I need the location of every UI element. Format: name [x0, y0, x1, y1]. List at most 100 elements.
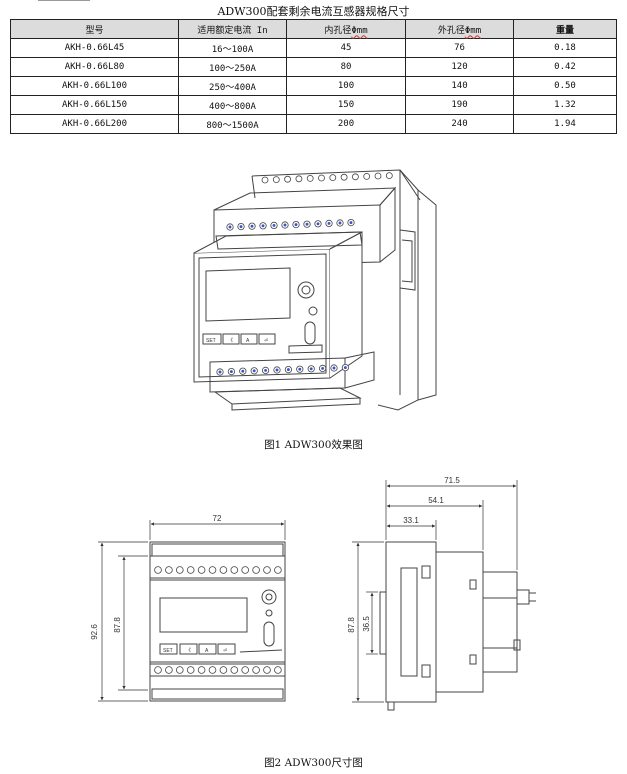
key-enter-label: ⏎ — [264, 338, 268, 344]
header-outer-diameter: 外孔径Φmm — [405, 19, 514, 39]
dim-side-height-87-8: 87.8 — [347, 617, 356, 633]
key-left-label: 《 — [228, 338, 233, 344]
terminal-screw — [363, 172, 371, 180]
dim-height-92-6: 92.6 — [90, 624, 99, 640]
document-title: ADW300配套剩余电流互感器规格尺寸 — [217, 5, 410, 18]
terminal-screw-center — [286, 368, 290, 372]
terminal-screw — [318, 174, 325, 182]
table-row: AKH-0.66L45 16～100A 45 76 0.18 — [10, 38, 617, 58]
terminal-screw-center — [338, 221, 342, 225]
terminal-screw-center — [305, 222, 309, 226]
terminal-screw — [374, 172, 382, 180]
terminal-screw — [186, 566, 195, 574]
terminal-screw-center — [349, 221, 353, 225]
terminal-screw — [272, 176, 280, 184]
terminal-screw-center — [239, 225, 243, 229]
top-rule — [38, 0, 90, 1]
terminal-screw — [263, 566, 271, 574]
key-a-label-2: A — [205, 648, 209, 654]
side-dimension-drawing — [379, 541, 536, 711]
terminal-screw — [329, 174, 337, 182]
side-dimension-lines — [352, 480, 518, 703]
terminal-screw — [219, 666, 228, 674]
front-terminal-screws — [154, 566, 282, 674]
terminal-screw-center — [294, 223, 298, 227]
front-key-labels: SET 《 A ⏎ — [206, 338, 268, 344]
terminal-screw-center — [241, 369, 245, 373]
table-row: AKH-0.66L80 100～250A 80 120 0.42 — [10, 57, 617, 77]
terminal-screw — [230, 666, 239, 674]
terminal-screw — [165, 566, 173, 574]
terminal-screw-center — [327, 221, 331, 225]
table-row: AKH-0.66L150 400～800A 150 190 1.32 — [10, 95, 617, 115]
dim-height-87-8: 87.8 — [113, 617, 122, 633]
terminal-screw-center — [321, 366, 325, 370]
spec-table: 型号 适用额定电流 In 内孔径Φmm 外孔径Φmm 重量 AKH-0.66L4… — [10, 19, 617, 134]
front-dimension-drawing — [149, 541, 286, 702]
terminal-screw-center — [264, 368, 268, 372]
terminal-screw — [230, 566, 239, 574]
device-isometric-drawing — [193, 169, 437, 411]
terminal-screw-center — [298, 367, 302, 371]
front-dimension-lines — [98, 520, 286, 702]
dim-depth-71-5: 71.5 — [444, 476, 460, 485]
terminal-screw — [186, 666, 195, 674]
terminal-screw — [351, 173, 359, 181]
terminal-screw — [306, 174, 314, 182]
terminal-screw — [261, 176, 269, 184]
terminal-screw — [284, 175, 292, 183]
terminal-screw-center — [228, 225, 232, 229]
figure1-caption: 图1 ADW300效果图 — [264, 439, 363, 451]
key-set-label-2: SET — [163, 648, 173, 654]
terminal-screw-center — [229, 370, 233, 374]
terminal-screw — [241, 566, 250, 574]
terminal-screw — [340, 173, 348, 181]
table-row: AKH-0.66L200 800～1500A 200 240 1.94 — [10, 114, 617, 134]
terminal-screw — [295, 175, 303, 183]
terminal-screw-center — [261, 224, 265, 228]
terminal-screw — [385, 172, 393, 180]
terminal-screw-center — [272, 223, 276, 227]
table-row: AKH-0.66L100 250～400A 100 140 0.50 — [10, 76, 617, 96]
terminal-screw — [176, 566, 184, 574]
terminal-screw — [197, 566, 206, 574]
key-enter-label-2: ⏎ — [223, 648, 227, 654]
terminal-screw — [274, 566, 282, 574]
header-inner-diameter: 内孔径Φmm — [286, 19, 406, 39]
dim-width-72: 72 — [213, 514, 222, 523]
figure2-caption: 图2 ADW300尺寸图 — [264, 757, 363, 769]
key-left-label-2: 《 — [186, 648, 191, 654]
terminal-screw-center — [275, 368, 279, 372]
terminal-screw — [252, 666, 260, 674]
terminal-screw-center — [332, 366, 336, 370]
terminal-screw — [274, 666, 282, 674]
cell-weight: 1.94 — [513, 114, 617, 134]
terminal-screw-center — [309, 367, 313, 371]
terminal-screw-center — [283, 223, 287, 227]
terminal-screws — [216, 172, 393, 376]
terminal-screw — [154, 566, 162, 574]
table-header-row: 型号 适用额定电流 In 内孔径Φmm 外孔径Φmm 重量 — [10, 19, 617, 39]
cell-inner: 200 — [286, 114, 406, 134]
header-current: 适用额定电流 In — [178, 19, 287, 39]
terminal-screw-center — [316, 222, 320, 226]
terminal-screw-center — [250, 224, 254, 228]
terminal-screw-center — [343, 366, 347, 370]
key-set-label: SET — [206, 338, 216, 344]
dim-rail-36-5: 36.5 — [362, 616, 371, 632]
dim-depth-33-1: 33.1 — [403, 516, 419, 525]
terminal-screw-center — [252, 369, 256, 373]
key-a-label: A — [246, 338, 250, 344]
terminal-screw-center — [218, 370, 222, 374]
dim-depth-54-1: 54.1 — [428, 496, 444, 505]
front-key-labels-2: SET 《 A ⏎ — [163, 648, 227, 654]
terminal-screw — [208, 666, 217, 674]
terminal-screw — [241, 666, 250, 674]
header-weight: 重量 — [513, 19, 617, 39]
terminal-screw — [176, 666, 184, 674]
terminal-screw — [165, 666, 173, 674]
terminal-screw — [197, 666, 206, 674]
terminal-screw — [154, 666, 162, 674]
terminal-screw — [219, 566, 228, 574]
